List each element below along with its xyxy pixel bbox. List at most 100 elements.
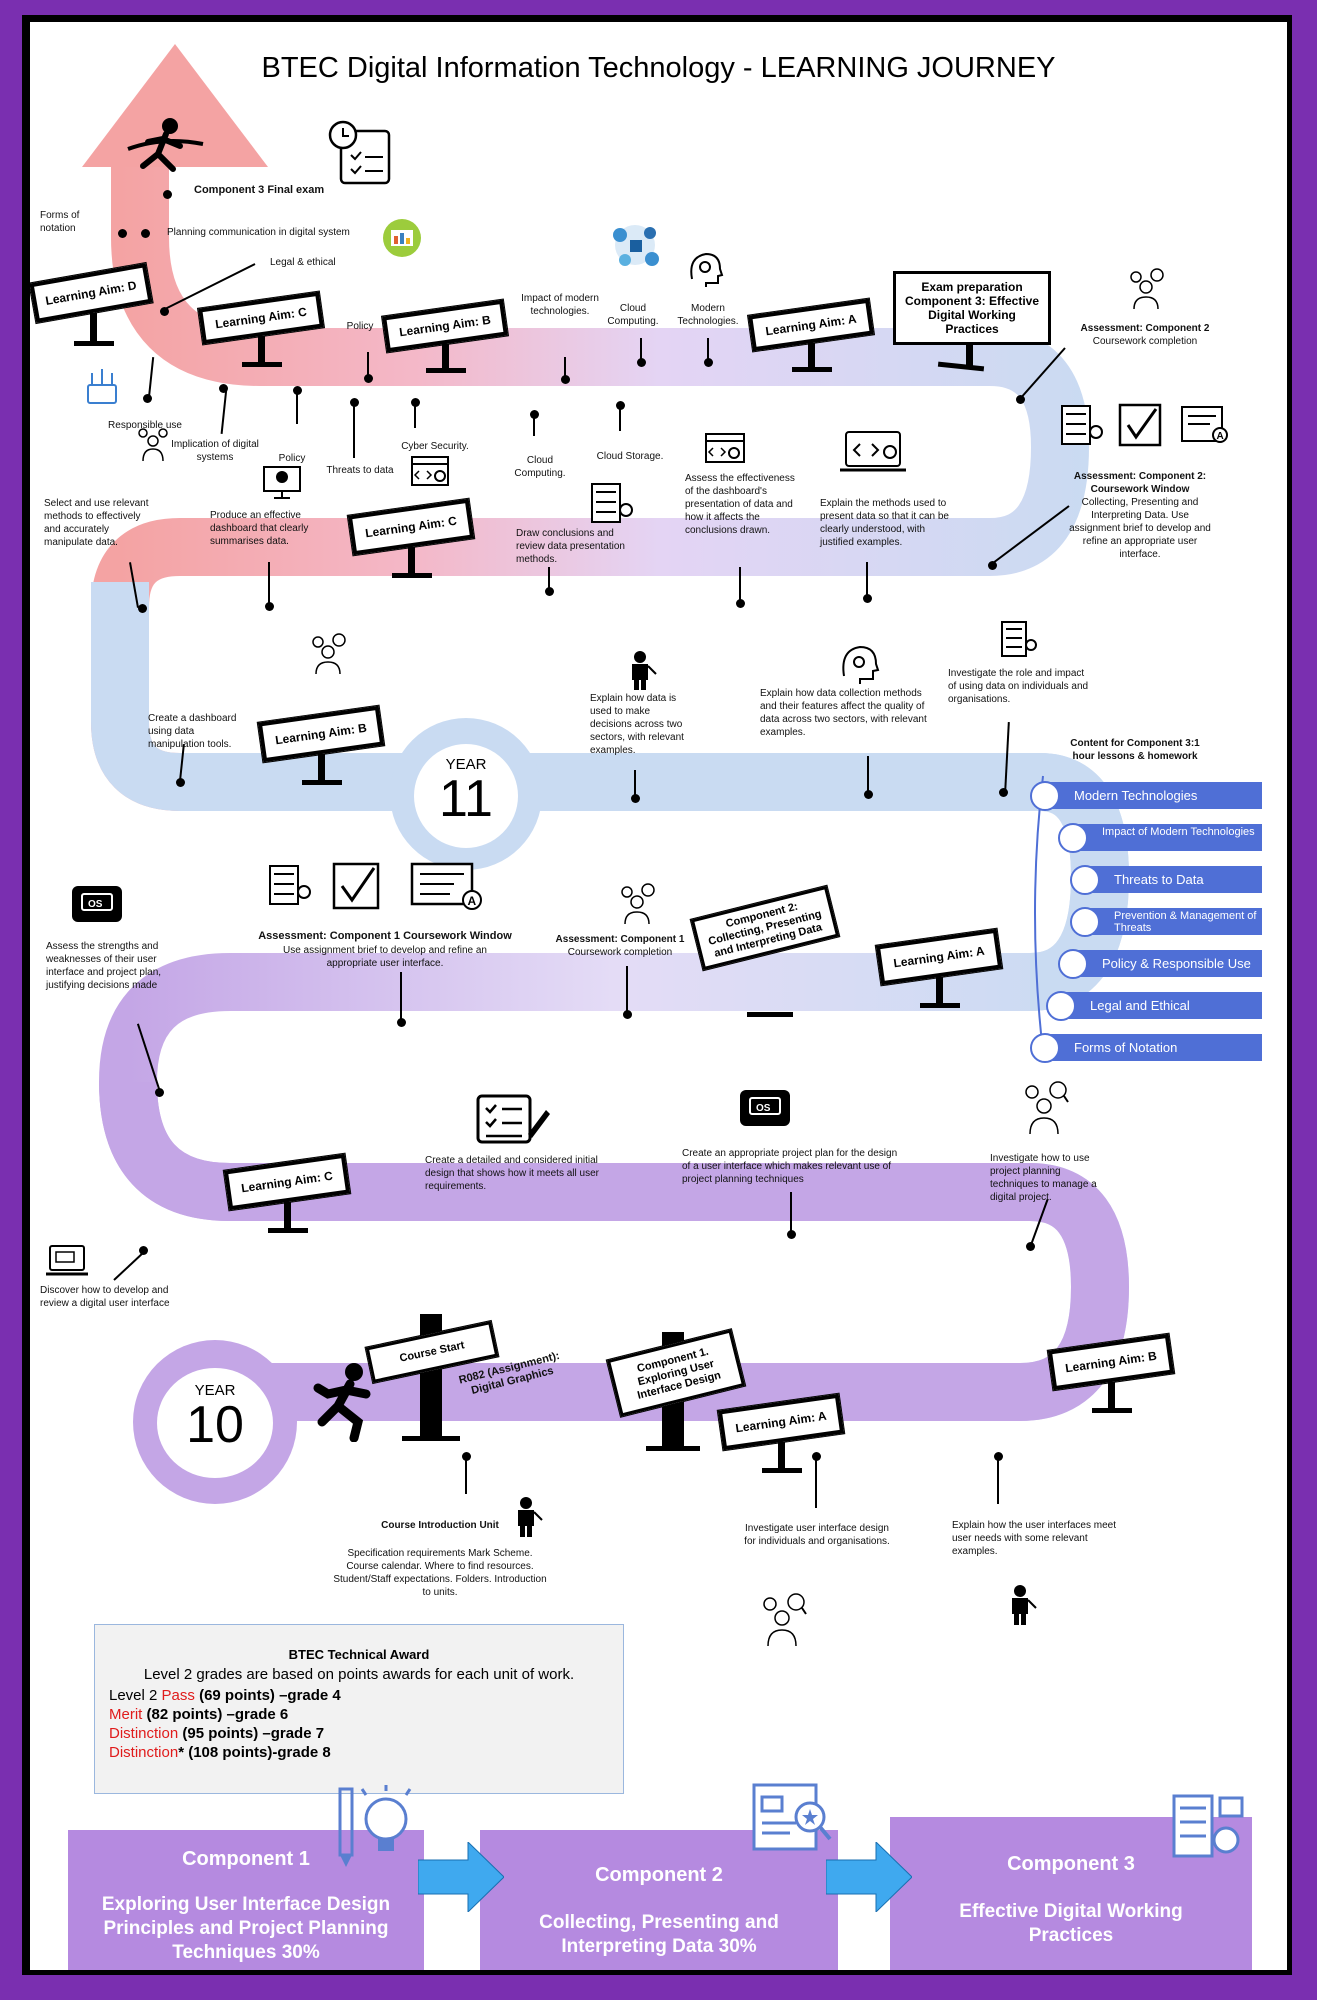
laptop-code-icon <box>840 430 906 479</box>
computer-network-icon <box>82 367 122 412</box>
assess-c2-window-title: Assessment: Component 2: Coursework Wind… <box>1073 471 1207 495</box>
road-dot <box>155 1088 164 1097</box>
pin <box>367 352 369 378</box>
pin <box>815 1456 817 1508</box>
c3-content-bullet <box>1058 949 1088 979</box>
component-2-desc: Collecting, Presenting and Interpreting … <box>539 1912 779 1957</box>
arrow-c2-c3 <box>825 1840 913 1917</box>
road-dot <box>411 398 420 407</box>
arrow-c1-c2 <box>417 1840 505 1917</box>
user-gear-icon <box>306 632 350 681</box>
assess-c2-window-body: Collecting, Presenting and Interpreting … <box>1069 497 1211 560</box>
component-1-desc: Exploring User Interface Design Principl… <box>101 1894 391 1963</box>
c3-content-item: Impact of Modern Technologies <box>1068 824 1262 851</box>
c3-content-title: Content for Component 3:1 hour lessons &… <box>1070 738 1200 762</box>
draw-conclusions-label: Draw conclusions and review data present… <box>516 528 625 565</box>
policy-low-label: Policy <box>278 453 306 464</box>
cloud-computing-low-label: Cloud Computing. <box>514 455 566 479</box>
road-dot <box>1016 395 1025 404</box>
road-dot <box>863 594 872 603</box>
road-dot <box>637 358 646 367</box>
pin <box>465 1456 467 1494</box>
road-dot <box>350 398 359 407</box>
c3-content-bullet <box>1070 907 1100 937</box>
policy-top-label: Policy <box>346 321 374 332</box>
server-diagram-icon <box>588 480 634 531</box>
road-dot <box>530 410 539 419</box>
road-dot <box>1026 1242 1035 1251</box>
road-dot <box>219 384 228 393</box>
implication-label: Implication of digital systems <box>171 439 259 463</box>
c3-content-item: Forms of Notation <box>1040 1034 1262 1061</box>
component-3-desc: Effective Digital Working Practices <box>959 1901 1183 1946</box>
c3-content-item: Threats to Data <box>1080 866 1262 893</box>
road-dot <box>864 790 873 799</box>
pin <box>707 338 709 362</box>
pin <box>634 770 636 798</box>
clock-checklist-icon <box>325 119 395 194</box>
impact-modern-label: Impact of modern technologies. <box>521 293 599 317</box>
svg-text:A: A <box>468 894 477 908</box>
pin <box>626 966 628 1014</box>
svg-text:A: A <box>1217 431 1224 442</box>
user-gear-icon <box>1124 267 1168 316</box>
server-diagram-icon <box>998 618 1038 665</box>
c3-content-item: Policy & Responsible Use <box>1068 950 1262 977</box>
road-dot <box>143 394 152 403</box>
threats-label: Threats to data <box>326 465 394 476</box>
road-dot <box>999 788 1008 797</box>
road-dot <box>364 374 373 383</box>
component-1-box: Component 1 Exploring User Interface Des… <box>68 1830 424 1970</box>
c3-content-item: Legal and Ethical <box>1056 992 1262 1019</box>
road-dot <box>736 599 745 608</box>
investigate-planning-label: Investigate how to use project planning … <box>990 1153 1097 1203</box>
code-gear-icon <box>410 455 452 494</box>
user-gear-icon <box>615 882 659 931</box>
server-diagram-blue-icon <box>1170 1790 1246 1871</box>
discover-label: Discover how to develop and review a dig… <box>40 1285 170 1309</box>
road-dot <box>138 604 147 613</box>
investigate-role-label: Investigate the role and impact of using… <box>948 668 1089 705</box>
os-monitor-icon: OS <box>70 884 124 933</box>
pin <box>997 1456 999 1504</box>
cloud-computing-top-label: Cloud Computing. <box>607 303 659 327</box>
year-10-badge: YEAR 10 <box>157 1368 273 1478</box>
road-dot <box>616 401 625 410</box>
teacher-icon <box>1008 1584 1038 1631</box>
road-dot <box>139 1246 148 1255</box>
road-dot <box>141 229 150 238</box>
leader-line <box>988 505 1070 567</box>
explain-collection-label: Explain how data collection methods and … <box>760 688 927 738</box>
responsible-use-label: Responsible use <box>108 420 182 431</box>
pin <box>564 357 566 379</box>
comp3-final-label: Component 3 Final exam <box>194 184 325 196</box>
award-intro: Level 2 grades are based on points award… <box>143 1666 575 1683</box>
c3-content-bullet <box>1030 781 1060 811</box>
award-line-distinction: Distinction (95 points) –grade 7 <box>109 1725 325 1742</box>
user-gear-icon <box>133 425 173 470</box>
skull-monitor-icon <box>262 465 302 506</box>
road-dot <box>293 386 302 395</box>
brain-gear-icon <box>836 642 880 691</box>
modern-tech-label: Modern Technologies. <box>677 303 739 327</box>
svg-text:OS: OS <box>756 1103 771 1114</box>
cyber-label: Cyber Security. <box>401 441 469 452</box>
year-11-badge: YEAR 11 <box>414 744 518 848</box>
pin <box>619 405 621 431</box>
component-3-head: Component 3 <box>1007 1853 1135 1875</box>
road-dot <box>397 1018 406 1027</box>
os-monitor-icon: OS <box>738 1088 792 1137</box>
pin <box>268 562 270 606</box>
course-intro-body: Specification requirements Mark Scheme. … <box>333 1548 547 1598</box>
check-chart-icon <box>332 862 380 915</box>
assess-c1-sub: Coursework completion <box>567 947 673 958</box>
c3-content-bullet <box>1070 865 1100 895</box>
road-dot <box>704 358 713 367</box>
form-grade-icon: A <box>410 858 486 919</box>
award-title: BTEC Technical Award <box>288 1647 430 1662</box>
pin <box>739 567 741 603</box>
road-dot <box>160 307 169 316</box>
road-dot <box>631 794 640 803</box>
assess-c2-title: Assessment: Component 2 <box>1080 323 1210 334</box>
road-dot <box>118 229 127 238</box>
